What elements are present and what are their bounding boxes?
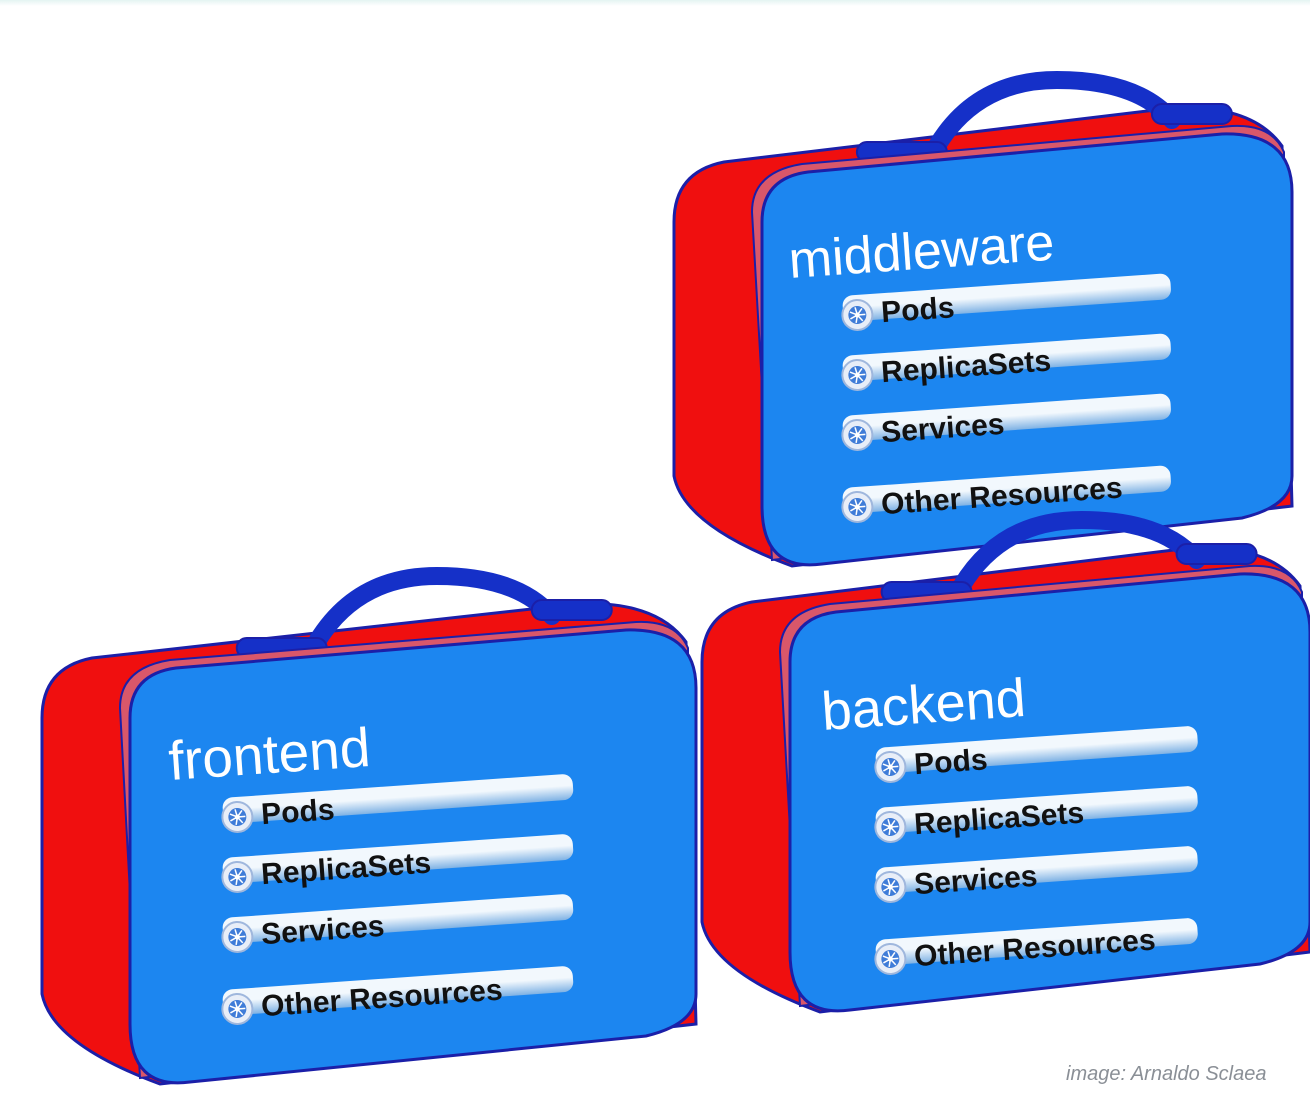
suitcase-handle	[927, 70, 1181, 155]
resource-row: Pods	[874, 726, 1198, 783]
kubernetes-helm-icon	[221, 800, 254, 833]
resource-bar	[842, 393, 1171, 442]
handle-clip-right	[1175, 543, 1258, 565]
resource-bar	[222, 774, 574, 824]
kubernetes-helm-icon	[221, 920, 254, 953]
kubernetes-helm-icon	[841, 358, 874, 391]
handle-clip-right	[1150, 103, 1233, 125]
suitcase-handle	[307, 566, 561, 651]
image-credit: image: Arnaldo Sclaea	[1066, 1063, 1267, 1085]
resource-label: Pods	[260, 793, 335, 831]
resource-bar	[875, 846, 1198, 894]
resource-label: Pods	[913, 743, 988, 781]
resource-bar	[875, 726, 1198, 774]
handle-clip-right	[530, 599, 613, 621]
top-border	[0, 0, 1310, 6]
resource-row: Pods	[221, 774, 574, 833]
resource-bar	[842, 273, 1171, 322]
kubernetes-helm-icon	[874, 870, 907, 903]
kubernetes-helm-icon	[841, 418, 874, 451]
suitcase-handle	[952, 510, 1206, 595]
resource-bar	[842, 333, 1171, 382]
resource-bar	[222, 894, 574, 944]
resource-row: Services	[221, 894, 574, 953]
resource-row: Pods	[841, 273, 1171, 331]
resource-bar	[222, 834, 574, 884]
kubernetes-helm-icon	[221, 860, 254, 893]
suitcase-front	[788, 572, 1310, 1013]
kubernetes-helm-icon	[841, 298, 874, 331]
resource-bar	[875, 918, 1198, 966]
resource-bar	[842, 465, 1171, 514]
resource-bar	[875, 786, 1198, 834]
kubernetes-helm-icon	[874, 810, 907, 843]
resource-bar	[222, 966, 574, 1016]
resource-label: Pods	[880, 291, 955, 329]
kubernetes-helm-icon	[874, 750, 907, 783]
kubernetes-helm-icon	[221, 992, 254, 1025]
kubernetes-helm-icon	[874, 942, 907, 975]
kubernetes-helm-icon	[841, 490, 874, 523]
suitcase-title: backend	[820, 668, 1028, 742]
suitcase-title: frontend	[167, 716, 373, 792]
